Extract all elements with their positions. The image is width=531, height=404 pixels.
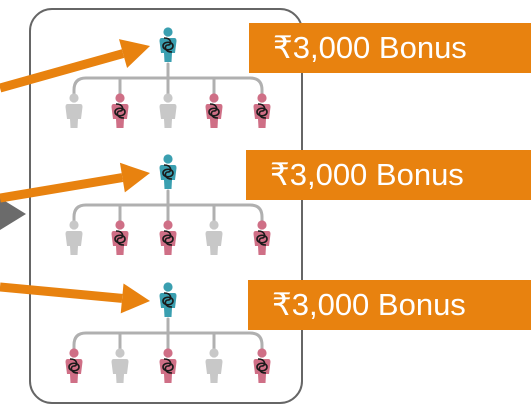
bonus-label-tier-1: ₹3,000 Bonus bbox=[249, 23, 531, 73]
referred-member-icon bbox=[111, 220, 129, 255]
leader-person-icon bbox=[159, 27, 177, 62]
leader-person-icon bbox=[159, 154, 177, 189]
referral-arrow-head bbox=[118, 39, 150, 68]
referred-member-icon bbox=[159, 348, 177, 383]
referral-arrow bbox=[0, 173, 124, 203]
referral-arrow-head bbox=[119, 162, 150, 193]
tier-connector bbox=[72, 189, 264, 227]
referred-member-icon bbox=[253, 220, 271, 255]
network-frame bbox=[29, 8, 303, 404]
tier-connector bbox=[72, 62, 264, 100]
inactive-member-icon bbox=[205, 348, 223, 383]
referral-arrow bbox=[0, 282, 123, 303]
inactive-member-icon bbox=[65, 93, 83, 128]
referred-member-icon bbox=[65, 348, 83, 383]
referred-member-icon bbox=[205, 93, 223, 128]
bonus-label-tier-2: ₹3,000 Bonus bbox=[246, 150, 531, 200]
inactive-member-icon bbox=[111, 348, 129, 383]
referred-member-icon bbox=[253, 93, 271, 128]
inactive-member-icon bbox=[205, 220, 223, 255]
side-arrow-head bbox=[0, 198, 26, 230]
bonus-label-tier-3: ₹3,000 Bonus bbox=[248, 280, 531, 330]
referred-member-icon bbox=[111, 93, 129, 128]
tier-connector bbox=[72, 317, 264, 355]
inactive-member-icon bbox=[159, 93, 177, 128]
referral-arrow bbox=[0, 49, 125, 93]
leader-person-icon bbox=[159, 282, 177, 317]
inactive-member-icon bbox=[65, 220, 83, 255]
referral-arrow-head bbox=[120, 283, 150, 314]
referred-member-icon bbox=[253, 348, 271, 383]
referred-member-icon bbox=[159, 220, 177, 255]
